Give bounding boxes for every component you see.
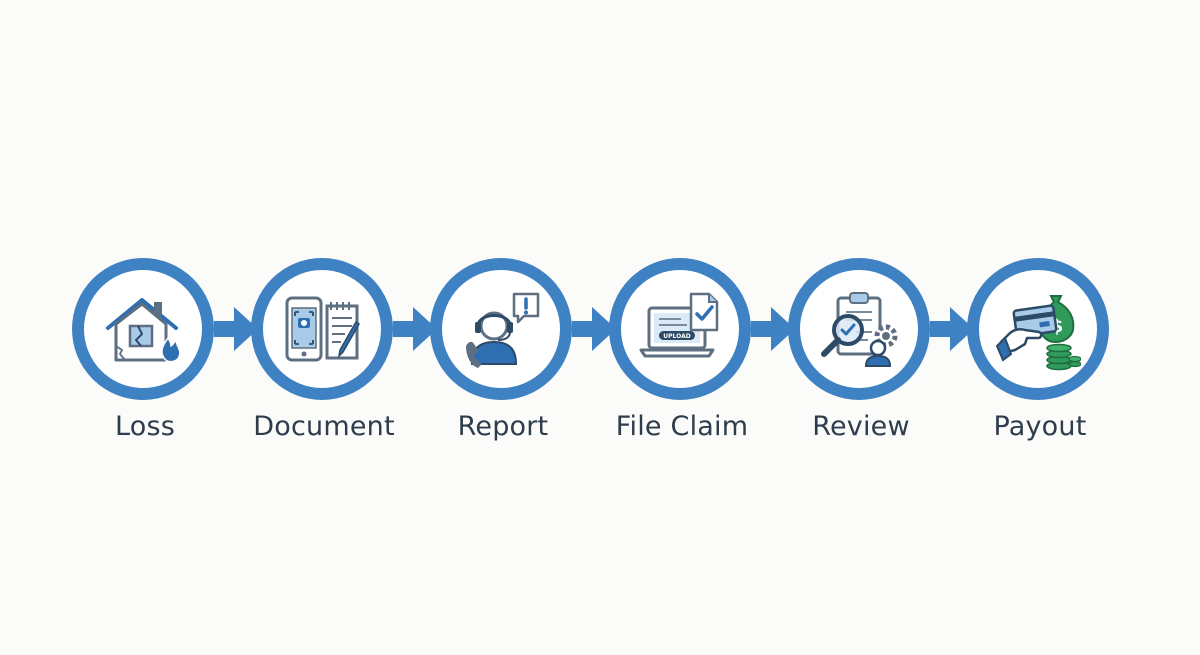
step-loss-circle: [72, 258, 214, 400]
step-payout-label: Payout: [993, 411, 1087, 442]
arrow-2-icon: [393, 298, 439, 360]
step-document-circle: [251, 258, 393, 400]
step-report-label: Report: [457, 411, 549, 442]
step-payout-circle: $: [967, 258, 1109, 400]
laptop-upload-icon: UPLOAD: [639, 292, 719, 358]
phone-camera-notepad-icon: [285, 296, 360, 362]
arrow-1-icon: [214, 298, 260, 360]
damaged-house-fire-icon: [106, 298, 181, 363]
call-center-agent-icon: [466, 292, 540, 368]
step-file-claim-circle: UPLOAD: [609, 258, 751, 400]
step-file-claim-label: File Claim: [615, 411, 749, 442]
arrow-5-icon: [930, 298, 976, 360]
step-loss-label: Loss: [114, 411, 176, 442]
arrow-4-icon: [751, 298, 797, 360]
step-document-label: Document: [253, 411, 395, 442]
step-review-label: Review: [812, 411, 910, 442]
step-report-circle: [430, 258, 572, 400]
upload-badge: UPLOAD: [663, 333, 690, 340]
card-cash-payout-icon: $: [995, 295, 1081, 371]
clipboard-magnifier-adjuster-icon: [821, 292, 898, 367]
arrow-3-icon: [572, 298, 618, 360]
step-review-circle: [788, 258, 930, 400]
